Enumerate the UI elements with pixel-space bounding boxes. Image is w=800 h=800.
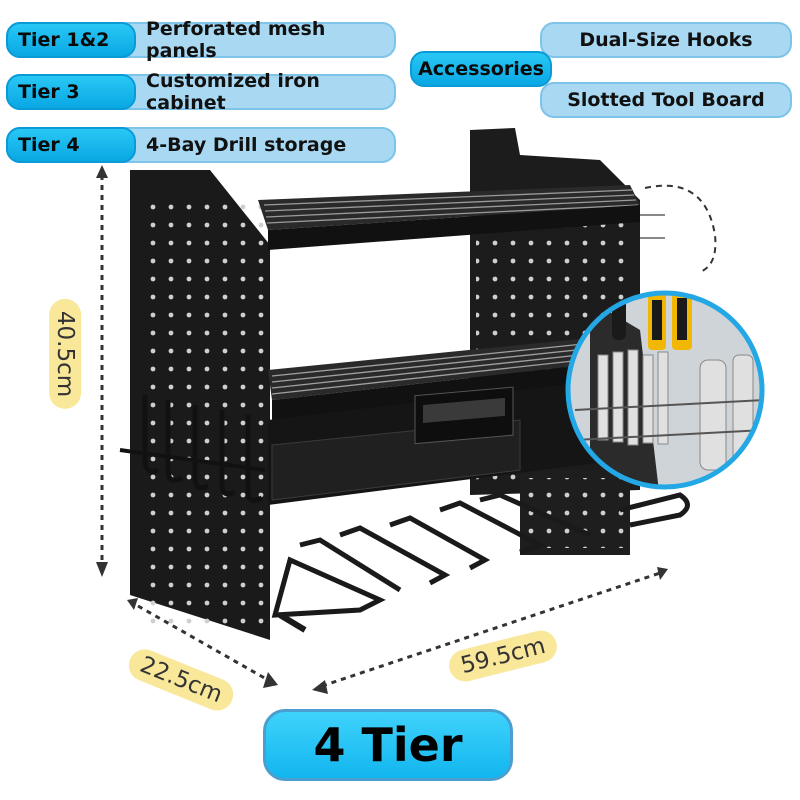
tier-1-2-tag: Tier 1&2 — [6, 22, 136, 58]
height-dimension-badge: 40.5cm — [49, 298, 82, 410]
accessory-hooks-label: Dual-Size Hooks — [579, 29, 753, 51]
left-side-panel — [130, 170, 270, 640]
tier-1-2-feature-label: Perforated mesh panels — [146, 18, 326, 62]
dimension-arrows — [100, 175, 661, 688]
tier-1-2-tag-label: Tier 1&2 — [18, 29, 110, 51]
drill-bays — [271, 492, 592, 618]
tier-4-feature-label: 4-Bay Drill storage — [146, 134, 347, 156]
top-shelf — [258, 185, 640, 250]
accessory-tool-board-label: Slotted Tool Board — [567, 89, 765, 111]
tier-4-tag: Tier 4 — [6, 127, 136, 163]
accessories-tag: Accessories — [410, 51, 552, 87]
tier-count-title: 4 Tier — [313, 718, 463, 772]
tier-3-tag-label: Tier 3 — [18, 81, 80, 103]
tier-3-feature-label: Customized iron cabinet — [146, 70, 320, 114]
height-dimension-label: 40.5cm — [52, 310, 79, 398]
tier-count-banner: 4 Tier — [263, 709, 513, 781]
hooks — [119, 395, 266, 503]
drawer-cabinet — [268, 378, 620, 505]
accessory-hooks-pill: Dual-Size Hooks — [540, 22, 792, 58]
tool-board-inset — [565, 290, 765, 490]
tier-4-tag-label: Tier 4 — [18, 134, 80, 156]
tier-3-tag: Tier 3 — [6, 74, 136, 110]
accessories-tag-label: Accessories — [418, 58, 544, 80]
accessory-tool-board-pill: Slotted Tool Board — [540, 82, 792, 118]
middle-shelf — [268, 335, 630, 420]
callout-arc — [644, 184, 717, 273]
